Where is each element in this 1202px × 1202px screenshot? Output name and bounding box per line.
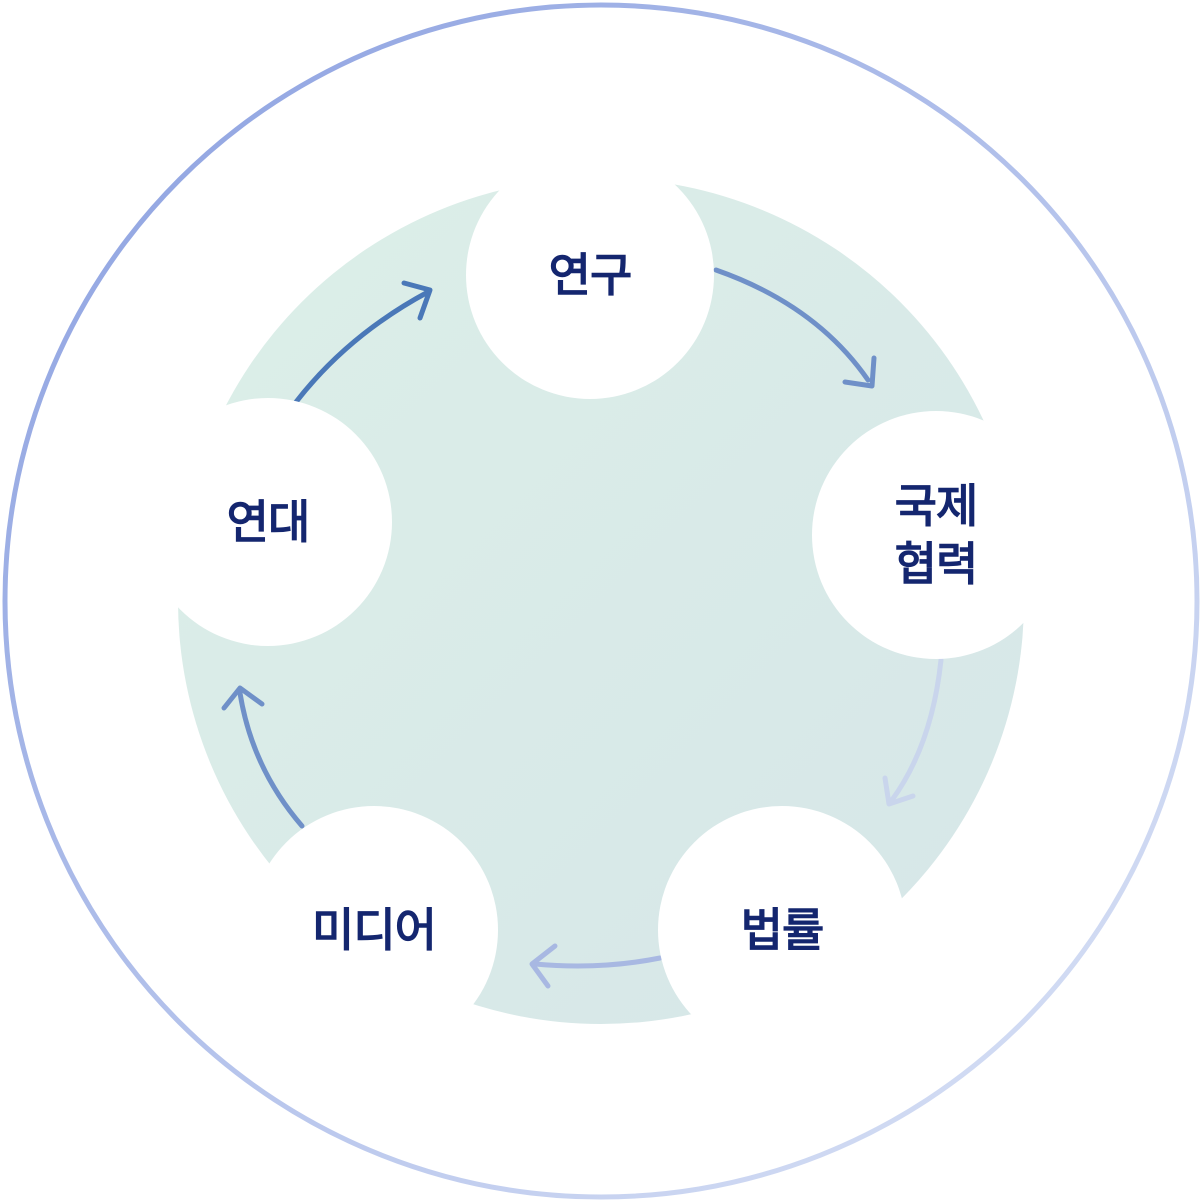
arrowhead-law-to-media <box>529 943 558 989</box>
arrow-law-to-media <box>532 955 663 969</box>
arrowhead-international-to-law <box>882 775 916 807</box>
node-circle-media <box>250 806 498 1054</box>
node-circle-research <box>466 151 714 399</box>
node-label-international: 국제 협력 <box>894 479 979 591</box>
arrow-international-to-law <box>889 657 944 803</box>
arrowhead-research-to-international <box>842 355 877 389</box>
arrowhead-solidarity-to-research <box>401 280 433 321</box>
arrowhead-media-to-solidarity <box>221 685 265 711</box>
node-circle-solidarity <box>144 398 392 646</box>
node-circle-international <box>812 411 1060 659</box>
node-label-media: 미디어 <box>312 903 437 957</box>
arrow-research-to-international <box>713 267 871 383</box>
arrow-media-to-solidarity <box>237 690 305 829</box>
node-label-research: 연구 <box>548 248 633 302</box>
node-label-law: 법률 <box>740 903 825 957</box>
node-circle-law <box>658 806 906 1054</box>
node-label-solidarity: 연대 <box>226 495 311 549</box>
arrow-solidarity-to-research <box>293 289 431 405</box>
